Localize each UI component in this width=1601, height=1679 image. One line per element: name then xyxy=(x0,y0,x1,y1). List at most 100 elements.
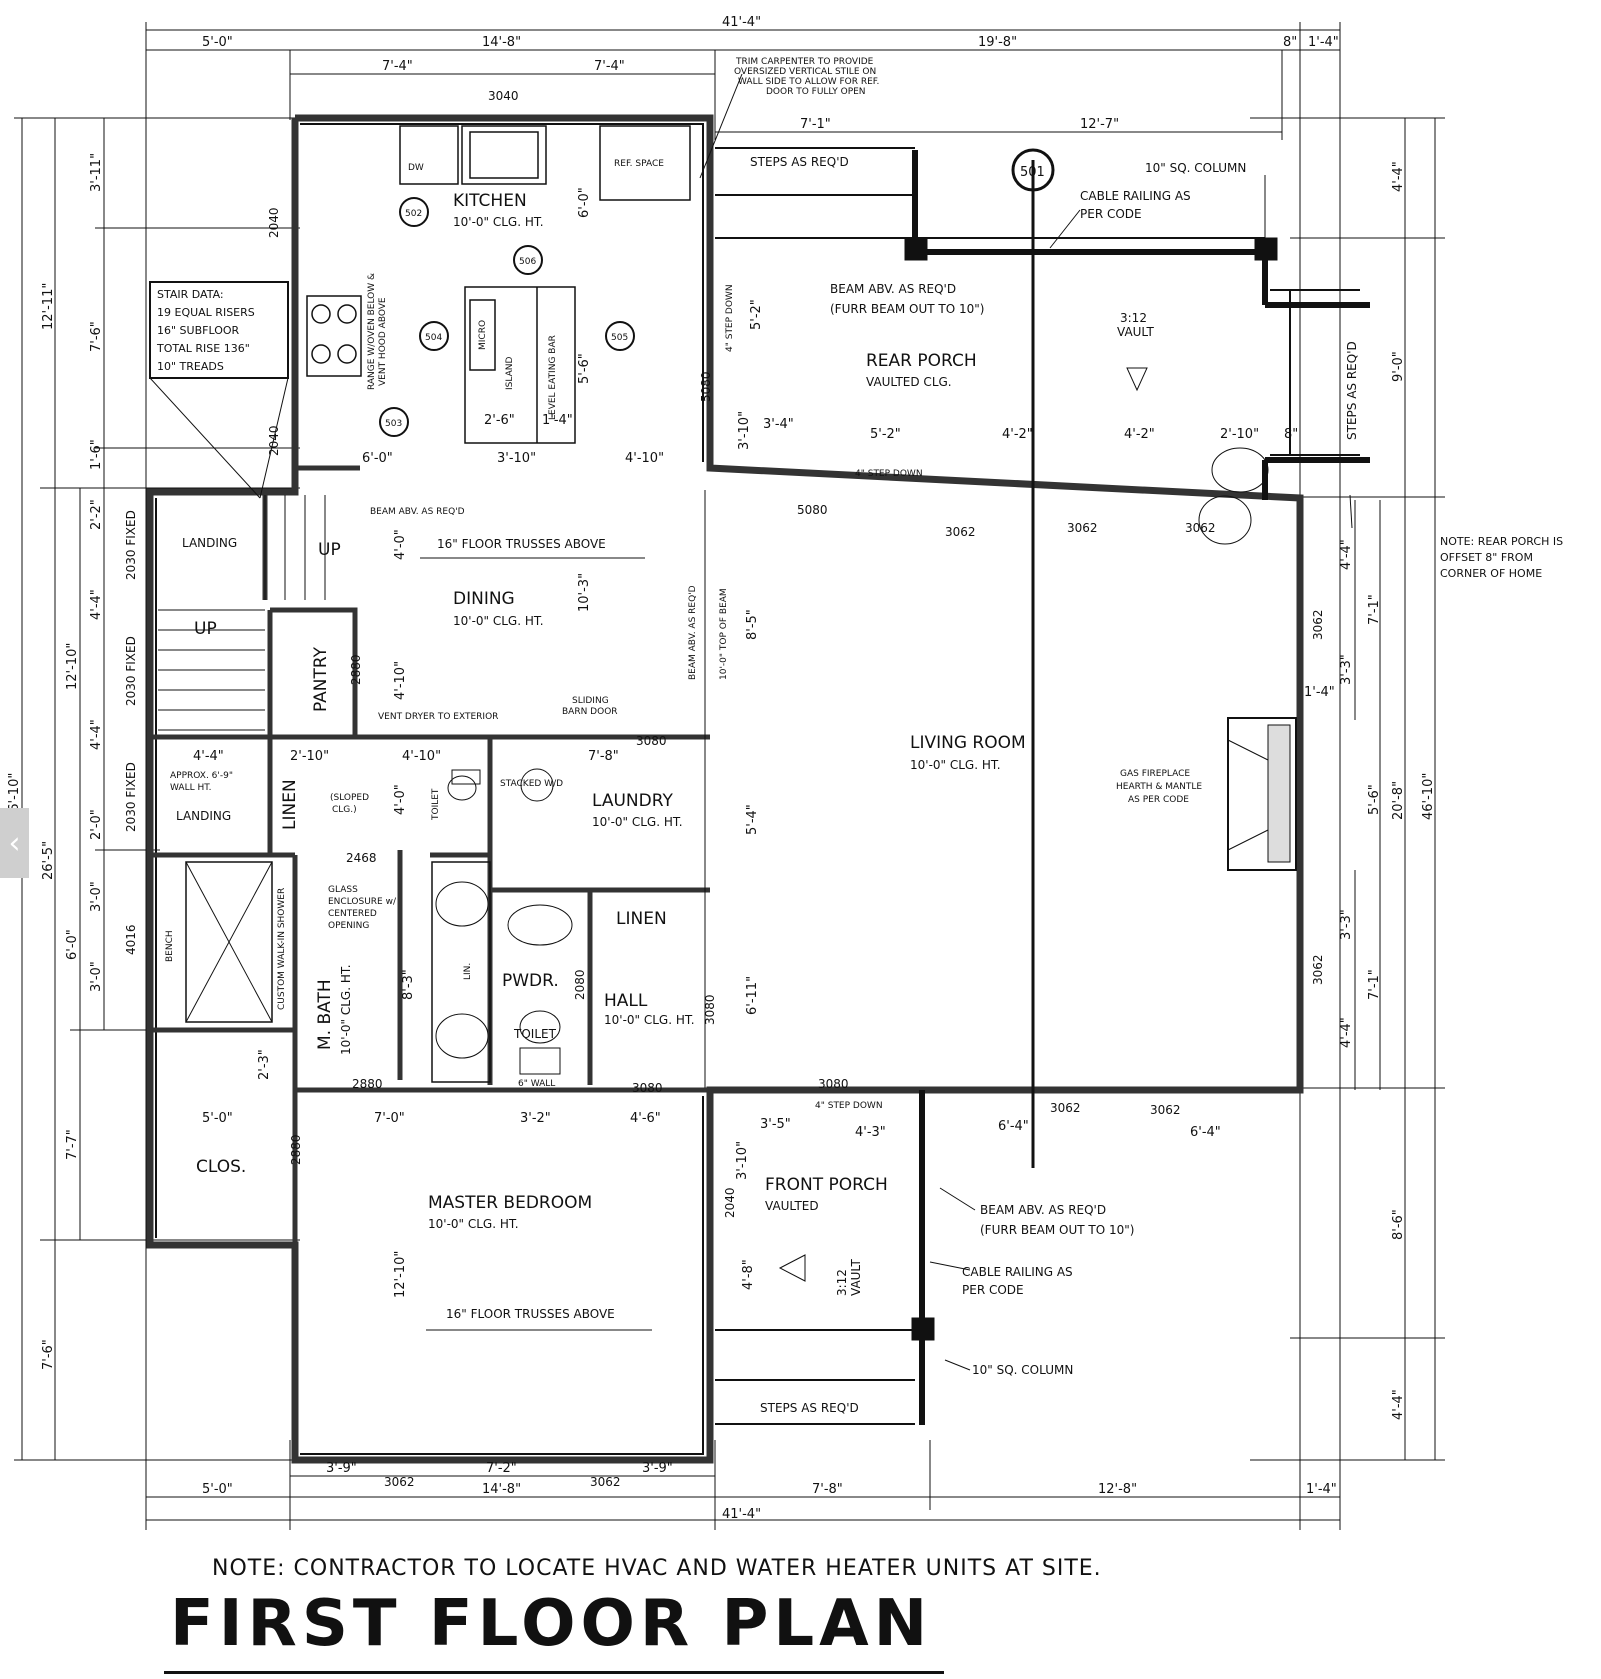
dim-right-4-4c: 4'-4" xyxy=(1339,539,1354,570)
front-porch-ceiling: VAULTED xyxy=(765,1199,819,1213)
dining-label: DINING xyxy=(453,589,515,609)
barn-door-2: BARN DOOR xyxy=(562,707,618,717)
wall-ht-1: APPROX. 6'-9" xyxy=(170,771,233,781)
glass-note-3: CENTERED xyxy=(328,909,377,919)
dim-bottom-overall: 41'-4" xyxy=(722,1507,761,1522)
landing-lower-label: LANDING xyxy=(176,809,231,823)
dim-bwin-b: 7'-2" xyxy=(486,1461,517,1476)
trim-note-3: WALL SIDE TO ALLOW FOR REF. xyxy=(738,77,879,87)
window-fixed-2: 2030 FIXED xyxy=(124,636,138,706)
up-label-1: UP xyxy=(318,540,341,560)
dim-left-3-11: 3'-11" xyxy=(89,153,104,192)
section-505: 505 xyxy=(611,333,628,343)
dim-top-overall: 41'-4" xyxy=(722,15,761,30)
beam-top-label: 10'-0" TOP OF BEAM xyxy=(719,588,729,680)
window-fixed-1: 2030 FIXED xyxy=(124,510,138,580)
dim-bottom-a: 5'-0" xyxy=(202,1482,233,1497)
dim-porch-a: 7'-1" xyxy=(800,117,831,132)
up-label-2: UP xyxy=(194,619,217,639)
dim-left-4-4b: 4'-4" xyxy=(89,719,104,750)
master-bath-door-label: 2880 xyxy=(352,1077,383,1091)
trim-note-1: TRIM CARPENTER TO PROVIDE xyxy=(735,57,874,67)
dim-prow-a: 3'-4" xyxy=(763,417,794,432)
range-note-2: VENT HOOD ABOVE xyxy=(378,297,388,386)
dim-mb-2-3: 2'-3" xyxy=(257,1049,272,1080)
trim-note-2: OVERSIZED VERTICAL STILE ON xyxy=(734,67,876,77)
dim-right-3-3b: 3'-3" xyxy=(1339,909,1354,940)
beam-living-label: BEAM ABV. AS REQ'D xyxy=(688,585,698,680)
section-503: 503 xyxy=(385,419,402,429)
dim-k-5-6: 5'-6" xyxy=(577,353,592,384)
dim-prow-d: 4'-2" xyxy=(1124,427,1155,442)
title-underline xyxy=(164,1671,944,1674)
dim-ln-4-10: 4'-10" xyxy=(402,749,441,764)
dim-right-7-1b: 7'-1" xyxy=(1367,969,1382,1000)
island-label: ISLAND xyxy=(505,357,515,390)
dim-left-3-0b: 3'-0" xyxy=(89,961,104,992)
dim-right-7-1a: 7'-1" xyxy=(1367,594,1382,625)
front-window-1: 3062 xyxy=(1050,1101,1081,1115)
dim-mb-8-3: 8'-3" xyxy=(401,969,416,1000)
dim-left-2-2: 2'-2" xyxy=(89,499,104,530)
fireplace-note-3: AS PER CODE xyxy=(1128,795,1189,805)
dim-fp-4-8: 4'-8" xyxy=(741,1259,756,1290)
window-fixed-3: 2030 FIXED xyxy=(124,762,138,832)
railing-rear-1: CABLE RAILING AS xyxy=(1080,189,1191,203)
dim-d-4-0: 4'-0" xyxy=(393,529,408,560)
window-kleft-1: 2040 xyxy=(267,207,281,238)
dim-right-20-8: 20'-8" xyxy=(1391,781,1406,820)
window-right-2: 3062 xyxy=(1311,954,1325,985)
dim-left-7-6: 7'-6" xyxy=(41,1339,56,1370)
dim-top-d: 8" xyxy=(1283,35,1297,50)
rear-porch-label: REAR PORCH xyxy=(866,351,977,371)
sloped-clg-1: (SLOPED xyxy=(330,793,369,803)
trim-note-4: DOOR TO FULLY OPEN xyxy=(766,87,866,97)
step-down-front: 4" STEP DOWN xyxy=(815,1101,883,1111)
stacked-wd-label: STACKED W/D xyxy=(500,779,563,789)
rear-window-1: 3062 xyxy=(945,525,976,539)
dim-left-7-6b: 7'-6" xyxy=(89,321,104,352)
railing-front-2: PER CODE xyxy=(962,1283,1024,1297)
dim-lr-4-3: 4'-3" xyxy=(855,1125,886,1140)
dishwasher-label: DW xyxy=(408,163,424,173)
beam-stair-label: BEAM ABV. AS REQ'D xyxy=(370,507,465,517)
hall-door-label: 3080 xyxy=(632,1081,663,1095)
toilet-upper-label: TOILET xyxy=(431,788,441,821)
glass-note-4: OPENING xyxy=(328,921,369,931)
eating-bar-label: LEVEL EATING BAR xyxy=(548,335,558,420)
dim-right-4-4: 4'-4" xyxy=(1391,161,1406,192)
dim-top-b: 14'-8" xyxy=(482,35,521,50)
hall-opening-label: 3080 xyxy=(703,994,717,1025)
window-bottom-2: 3062 xyxy=(590,1475,621,1489)
window-kleft-2: 2040 xyxy=(267,425,281,456)
dim-island-a: 2'-6" xyxy=(484,413,515,428)
micro-label: MICRO xyxy=(478,320,488,350)
dim-porch-b: 12'-7" xyxy=(1080,117,1119,132)
front-window-2: 3062 xyxy=(1150,1103,1181,1117)
dim-bottom-d: 12'-8" xyxy=(1098,1482,1137,1497)
dim-bottom-c: 7'-8" xyxy=(812,1482,843,1497)
range-note-1: RANGE W/OVEN BELOW & xyxy=(367,273,377,390)
step-down-rear: 4" STEP DOWN xyxy=(855,469,923,479)
column-front-label: 10" SQ. COLUMN xyxy=(972,1363,1073,1377)
vault-rear-2: VAULT xyxy=(1117,325,1154,339)
toilet-lower-label: TOILET xyxy=(513,1027,557,1041)
dim-bottom-e: 1'-4" xyxy=(1306,1482,1337,1497)
step-down-side: 4" STEP DOWN xyxy=(725,284,735,352)
beam-rear-1: BEAM ABV. AS REQ'D xyxy=(830,282,956,296)
wall-ht-2: WALL HT. xyxy=(170,783,212,793)
dim-prow-b: 5'-2" xyxy=(870,427,901,442)
steps-side-label: STEPS AS REQ'D xyxy=(1345,341,1359,440)
dim-lr-3-2: 3'-2" xyxy=(520,1111,551,1126)
chevron-left-icon[interactable]: ‹ xyxy=(0,808,29,878)
dim-toilet-4-0: 4'-0" xyxy=(393,784,408,815)
general-note: NOTE: CONTRACTOR TO LOCATE HVAC AND WATE… xyxy=(212,1556,1102,1581)
powder-door-label: 2080 xyxy=(573,969,587,1000)
front-porch-label: FRONT PORCH xyxy=(765,1175,888,1195)
master-bath-ceiling: 10'-0" CLG. HT. xyxy=(339,964,353,1055)
ref-space-label: REF. SPACE xyxy=(614,159,664,169)
dim-fp-3-10: 3'-10" xyxy=(735,1141,750,1180)
dim-right-4-4b: 4'-4" xyxy=(1391,1389,1406,1420)
kitchen-label: KITCHEN xyxy=(453,191,527,211)
section-502: 502 xyxy=(405,209,422,219)
